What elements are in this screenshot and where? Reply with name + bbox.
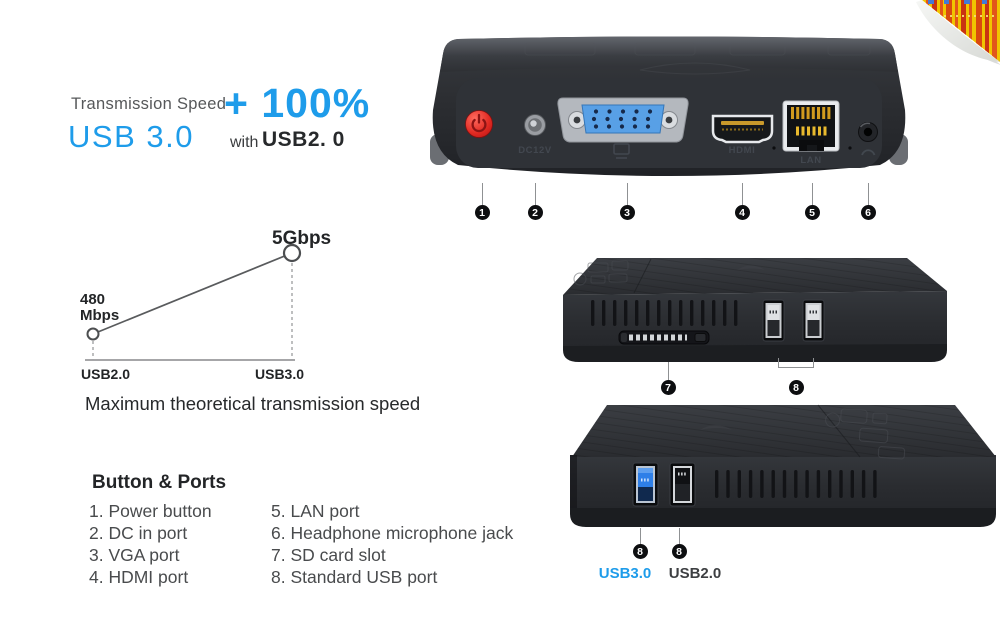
- embossed-marks: [524, 42, 871, 75]
- callout-number: 5: [804, 205, 820, 220]
- callout-stem: [678, 528, 680, 544]
- headphone-icon: [861, 149, 876, 156]
- chart-category-usb3: USB3.0: [255, 366, 305, 382]
- dc-label: DC12V: [518, 145, 552, 156]
- legend-item-1: 1. Power button: [89, 501, 212, 521]
- legend-item-7: 7. SD card slot: [271, 545, 386, 565]
- device-front-view: [570, 404, 996, 527]
- mic-pinhole: [848, 146, 852, 150]
- headline-title: USB 3.0: [68, 119, 194, 154]
- callout-5: 5: [804, 183, 820, 220]
- legend-item-3: 3. VGA port: [89, 545, 180, 565]
- legend-column-left: 1. Power button 2. DC in port 3. VGA por…: [89, 500, 212, 588]
- callout-number: 8: [788, 380, 804, 395]
- callout-stem: [811, 183, 813, 205]
- chart-point-label-5g: 5Gbps: [272, 228, 332, 249]
- page-curl-pcb-decoration: [916, 0, 1000, 65]
- panel-seam: [633, 258, 652, 294]
- speed-line-chart: [85, 243, 302, 361]
- legend-title: Button & Ports: [92, 472, 227, 493]
- certification-marks: [573, 260, 629, 286]
- callout-number: 3: [619, 205, 635, 220]
- callout-8-usb3: 8: [632, 528, 648, 559]
- callout-stem: [481, 183, 483, 205]
- callout-3: 3: [619, 183, 635, 220]
- callout-2: 2: [527, 183, 543, 220]
- device-rear-view: DC12V HDMI LAN: [430, 36, 908, 176]
- panel-seam: [817, 404, 861, 458]
- usb-pair-bracket: [778, 358, 814, 368]
- vga-pins: [591, 109, 653, 129]
- chart-point-label-480: 480 Mbps: [80, 291, 120, 324]
- certification-marks: [825, 408, 906, 460]
- lan-port: [782, 100, 840, 152]
- top-face-texture: [563, 258, 947, 295]
- audio-jack: [858, 122, 878, 142]
- callout-stem: [867, 183, 869, 205]
- reset-pinhole: [772, 146, 776, 150]
- callout-number: 7: [660, 380, 676, 395]
- marker-usb3: [282, 243, 302, 263]
- usb3-label: USB3.0: [598, 565, 652, 582]
- callout-number: 6: [860, 205, 876, 220]
- legend-item-8: 8. Standard USB port: [271, 567, 438, 587]
- callout-number: 4: [734, 205, 750, 220]
- legend-item-2: 2. DC in port: [89, 523, 188, 543]
- logo-mark: [737, 265, 765, 270]
- callout-stem: [741, 183, 743, 205]
- callout-stem: [639, 528, 641, 544]
- callout-stem: [534, 183, 536, 205]
- vent-slots: [715, 470, 877, 498]
- callout-number: 8: [671, 544, 687, 559]
- vent-slots: [591, 300, 738, 326]
- headline-boost: + 100%: [224, 80, 371, 126]
- callout-1: 1: [474, 183, 490, 220]
- callout-6: 6: [860, 183, 876, 220]
- left-edge-shade: [570, 455, 577, 508]
- hdmi-label: HDMI: [729, 145, 756, 156]
- legend-item-6: 6. Headphone microphone jack: [271, 523, 514, 543]
- legend-item-5: 5. LAN port: [271, 501, 360, 521]
- hdmi-port: [711, 114, 774, 144]
- chart-line: [92, 252, 293, 335]
- marker-usb2: [86, 327, 100, 341]
- callout-stem: [626, 183, 628, 205]
- logo-mark: [700, 425, 732, 430]
- device-top-face: [440, 36, 898, 72]
- device-side-view: [563, 258, 947, 362]
- callout-stem: [667, 362, 669, 380]
- sd-card-slot: [618, 330, 710, 345]
- usb2-label: USB2.0: [668, 565, 722, 582]
- callout-number: 2: [527, 205, 543, 220]
- callout-8-side: 8: [788, 380, 804, 395]
- callout-8-usb2: 8: [671, 528, 687, 559]
- callout-number: 8: [632, 544, 648, 559]
- callout-4: 4: [734, 183, 750, 220]
- chart-caption: Maximum theoretical transmission speed: [85, 393, 421, 414]
- headline-conjunction: with: [230, 134, 259, 151]
- lan-label: LAN: [800, 155, 821, 166]
- top-face-texture: [572, 405, 996, 457]
- callout-number: 1: [474, 205, 490, 220]
- power-button: [465, 110, 493, 138]
- legend-column-right: 5. LAN port 6. Headphone microphone jack…: [271, 500, 513, 588]
- usb-port-b: [802, 299, 825, 342]
- monitor-icon: [613, 143, 630, 159]
- vga-port: [557, 97, 689, 143]
- headline-kicker: Transmission Speed: [71, 95, 227, 113]
- dc-jack: [524, 114, 546, 136]
- usb2-port: [669, 462, 696, 507]
- headline-subtitle: USB2. 0: [262, 128, 345, 151]
- curl: [916, 0, 1000, 62]
- chart-category-usb2: USB2.0: [81, 366, 131, 382]
- usb3-port: [632, 462, 659, 507]
- callout-7: 7: [660, 362, 676, 395]
- usb-port-a: [762, 299, 785, 342]
- legend-item-4: 4. HDMI port: [89, 567, 189, 587]
